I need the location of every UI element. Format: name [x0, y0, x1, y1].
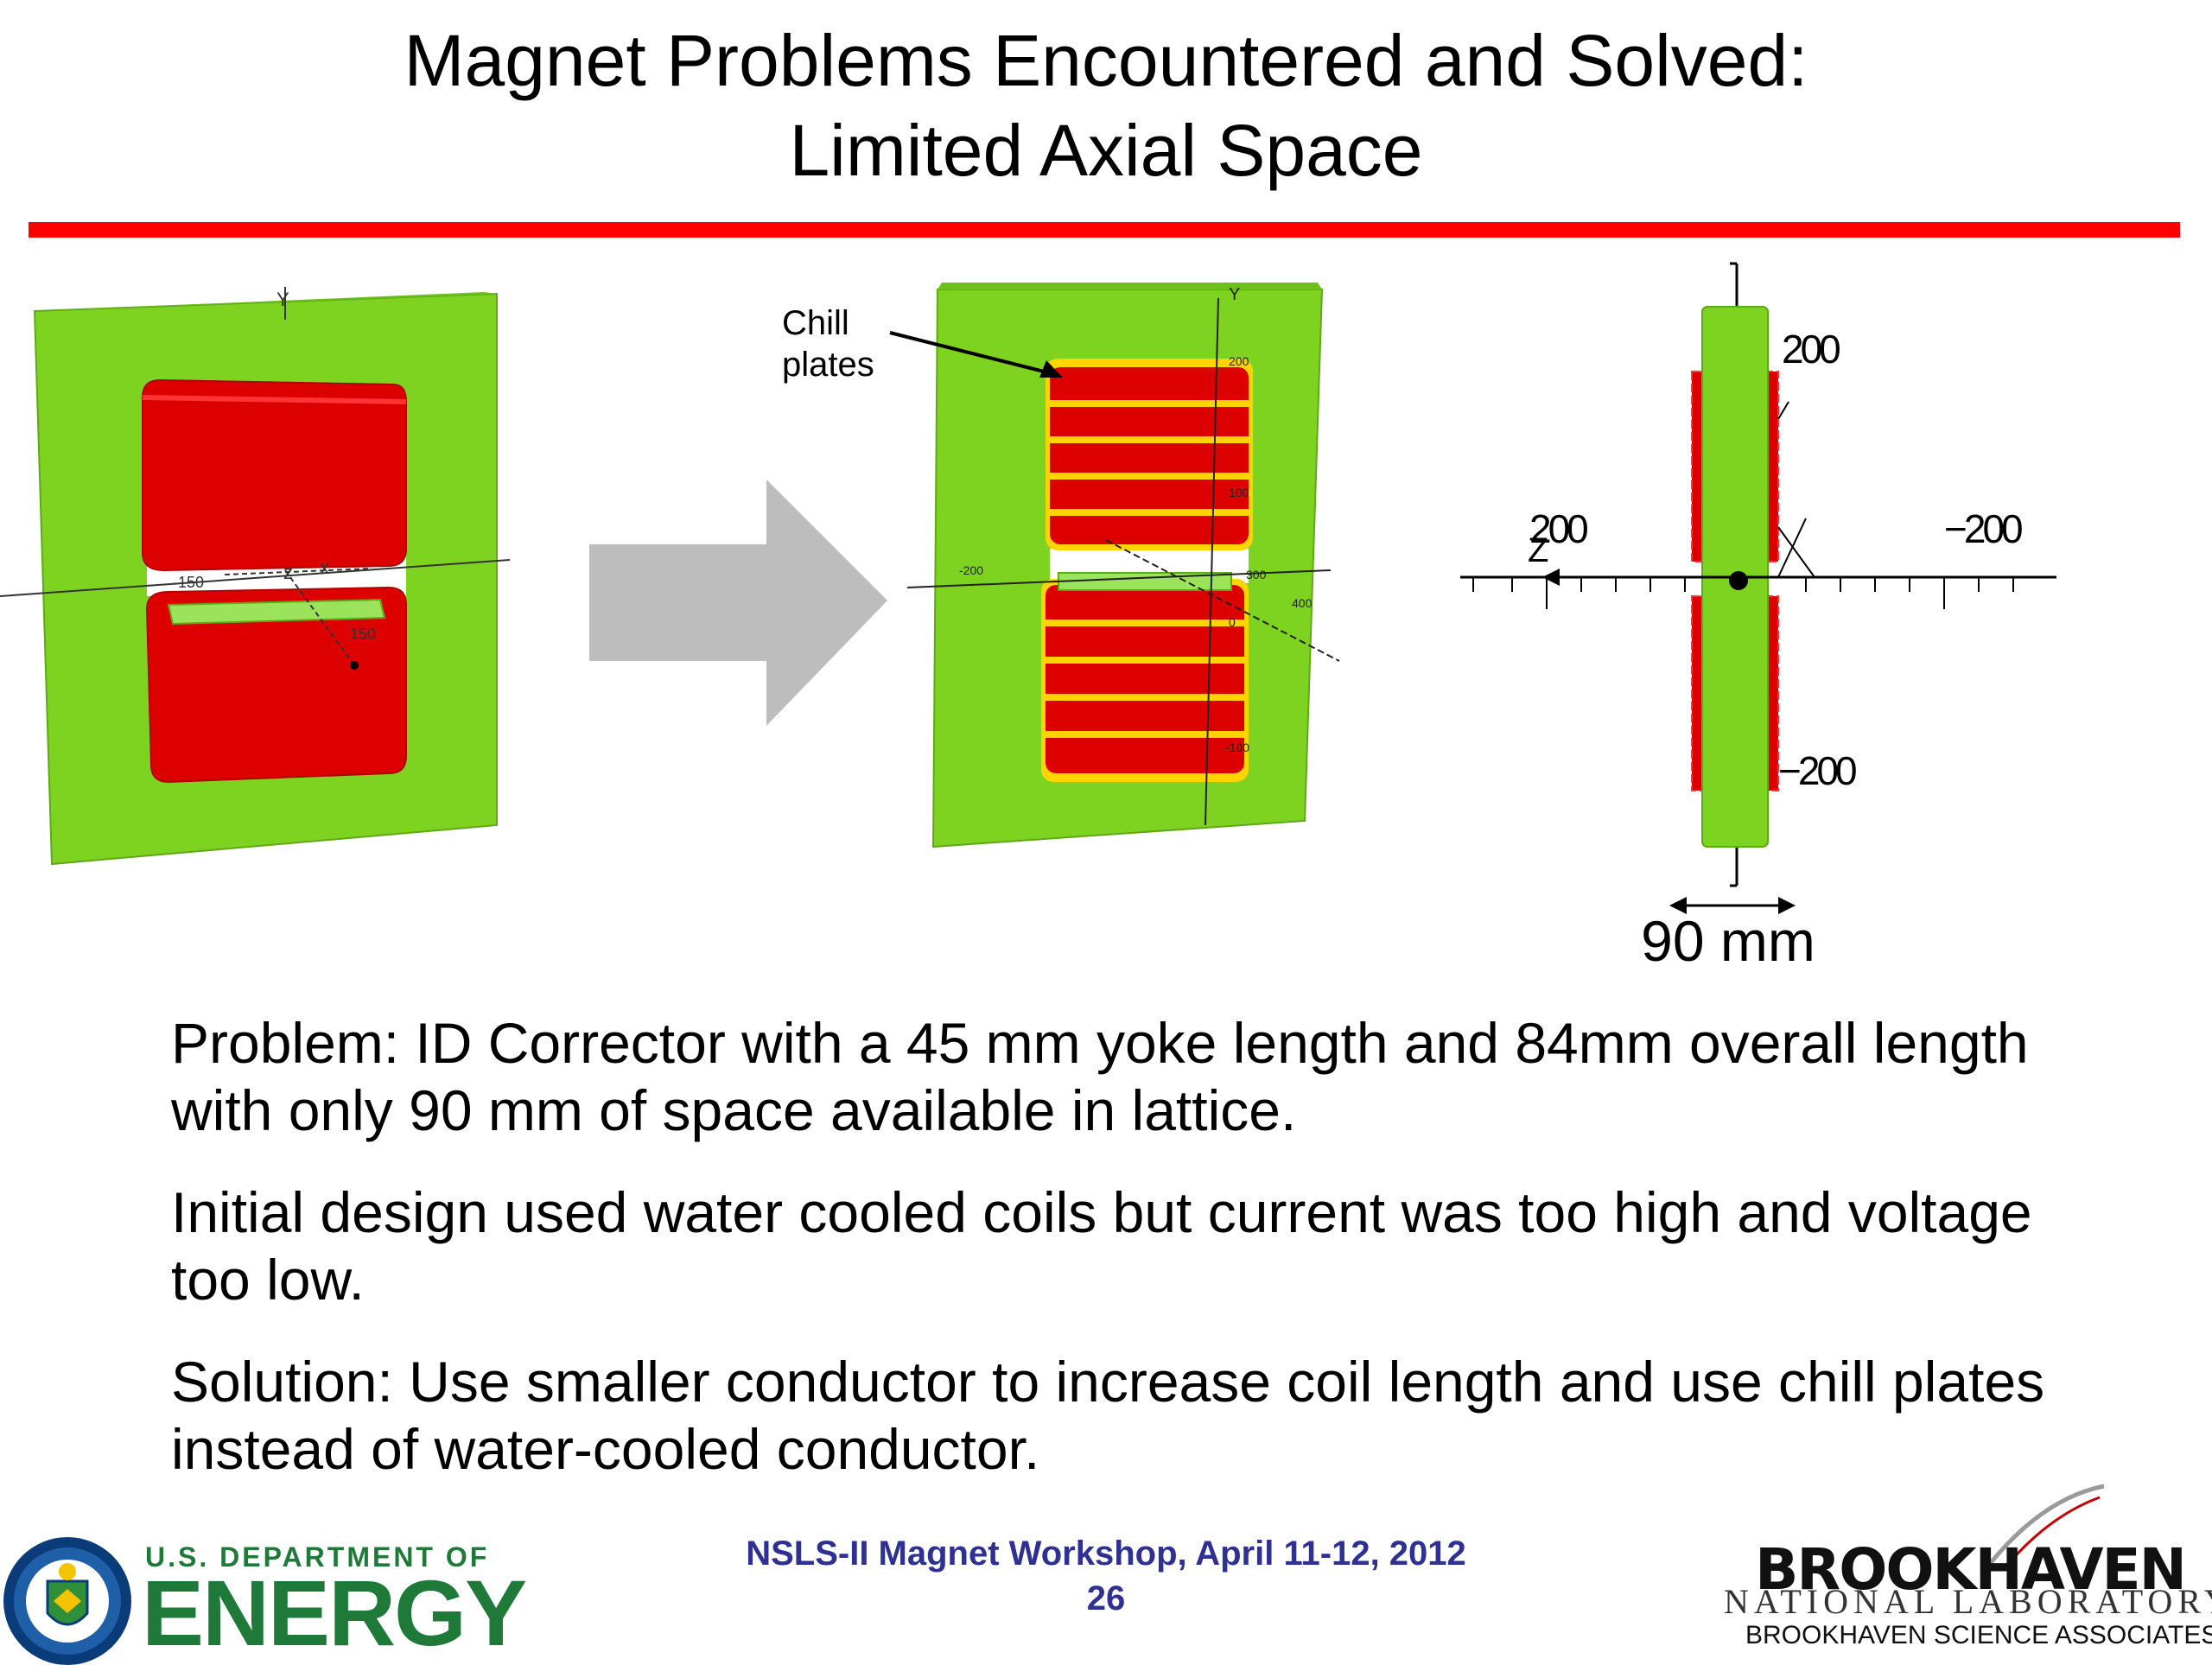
left-axis-x-label: x	[320, 556, 329, 578]
right-tick-left: 200	[1529, 506, 1587, 551]
origin-dot	[1729, 571, 1748, 590]
mid-tick-minus100: -100	[1225, 740, 1249, 754]
coil-upper	[142, 378, 407, 572]
right-tick-top: 200	[1782, 327, 1840, 372]
callout-line-2: plates	[782, 346, 874, 384]
bnl-subtitle: NATIONAL LABORATORY	[1724, 1582, 2212, 1621]
left-tick-minus150: -150	[173, 574, 204, 591]
bnl-name: BROOKHAVEN	[1755, 1536, 2187, 1603]
doe-seal-icon	[3, 1537, 131, 1665]
mid-tick-minus200: -200	[959, 563, 983, 577]
paragraph-solution: Solution: Use smaller conductor to incre…	[171, 1350, 2045, 1481]
slide-title: Magnet Problems Encountered and Solved: …	[0, 16, 2212, 195]
pole-face	[167, 598, 386, 626]
paragraph-initial-design: Initial design used water cooled coils b…	[171, 1180, 2032, 1312]
redesigned-magnet-model: Y 200 100 0 -100 -200 300 400	[906, 283, 1340, 848]
title-rule	[29, 222, 2180, 238]
cross-section-diagram: 200 200 −200 −200 Z 90 mm	[1460, 262, 2056, 973]
mid-axis-y-label: Y	[1229, 285, 1240, 304]
arrow-right-icon	[589, 480, 887, 726]
left-axis-z-label: z	[283, 562, 293, 583]
title-line-2: Limited Axial Space	[789, 110, 1423, 191]
doe-word: ENERGY	[142, 1560, 527, 1665]
workshop-label: NSLS-II Magnet Workshop, April 11-12, 20…	[746, 1535, 1466, 1573]
coil-stack-upper	[1046, 359, 1253, 550]
initial-magnet-model: Y z x -150 150	[0, 287, 511, 866]
mid-tick-400: 400	[1292, 596, 1313, 610]
page-number: 26	[1086, 1579, 1126, 1617]
mid-tick-200: 200	[1229, 354, 1249, 368]
right-tick-bottom: −200	[1778, 748, 1856, 793]
title-line-1: Magnet Problems Encountered and Solved:	[404, 20, 1808, 101]
body-text: Problem: ID Corrector with a 45 mm yoke …	[171, 1009, 2124, 1517]
callout-arrow-icon	[889, 331, 1063, 378]
coil-lower	[145, 586, 407, 784]
left-axis-y-label: Y	[276, 289, 289, 310]
chill-plates-callout: Chill plates	[782, 302, 874, 385]
mid-tick-100: 100	[1229, 486, 1249, 499]
doe-label: U.S. DEPARTMENT OF	[145, 1541, 490, 1573]
right-axis-z-label: Z	[1528, 531, 1548, 569]
mid-tick-0: 0	[1229, 615, 1236, 629]
callout-line-1: Chill	[782, 304, 849, 342]
coil-stack-lower	[1041, 579, 1249, 782]
footer-center: NSLS-II Magnet Workshop, April 11-12, 20…	[674, 1531, 1538, 1621]
paragraph-problem: Problem: ID Corrector with a 45 mm yoke …	[171, 1011, 2029, 1142]
bnl-swoosh-icon	[1981, 1484, 2105, 1574]
left-tick-150: 150	[350, 626, 376, 643]
bnl-associates: BROOKHAVEN SCIENCE ASSOCIATES	[1745, 1621, 2212, 1649]
mid-tick-300: 300	[1246, 568, 1267, 581]
right-tick-right: −200	[1944, 506, 2022, 551]
dimension-label: 90 mm	[1641, 909, 1815, 973]
